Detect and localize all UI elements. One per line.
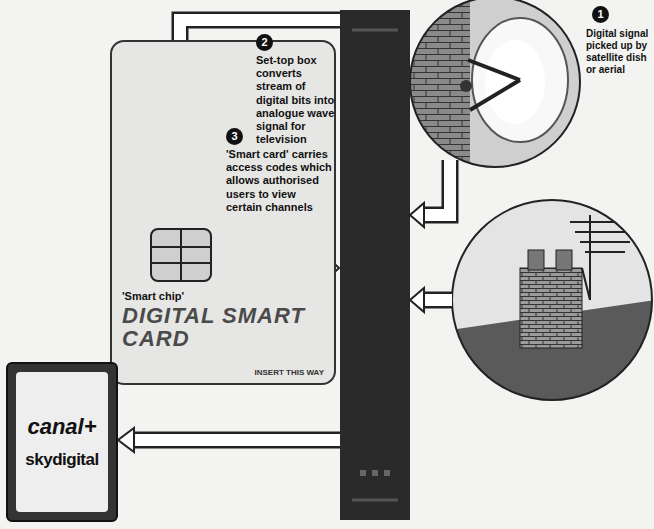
insert-note: INSERT THIS WAY	[255, 368, 325, 377]
tv-screen: canal+ skydigital	[16, 372, 108, 512]
callout-text: Digital signal picked up by satellite di…	[586, 28, 650, 76]
chip-label: 'Smart chip'	[122, 290, 184, 302]
roof-aerial	[450, 198, 654, 405]
chip-contacts	[152, 230, 210, 280]
smart-chip: 'Smart chip'	[150, 228, 212, 282]
set-top-box	[340, 10, 410, 520]
callout-text: Set-top box converts stream of digital b…	[256, 54, 336, 146]
callout-text: 'Smart card' carries access codes which …	[226, 148, 334, 214]
callout-number: 1	[592, 6, 609, 23]
channel-logo: canal+	[27, 414, 96, 440]
callout-number: 3	[226, 128, 243, 145]
television: canal+ skydigital	[6, 362, 118, 522]
callout-number: 2	[256, 34, 273, 51]
card-title: DIGITAL SMART CARD	[122, 304, 322, 350]
satellite-dish	[400, 0, 600, 180]
channel-logo: skydigital	[25, 450, 98, 470]
